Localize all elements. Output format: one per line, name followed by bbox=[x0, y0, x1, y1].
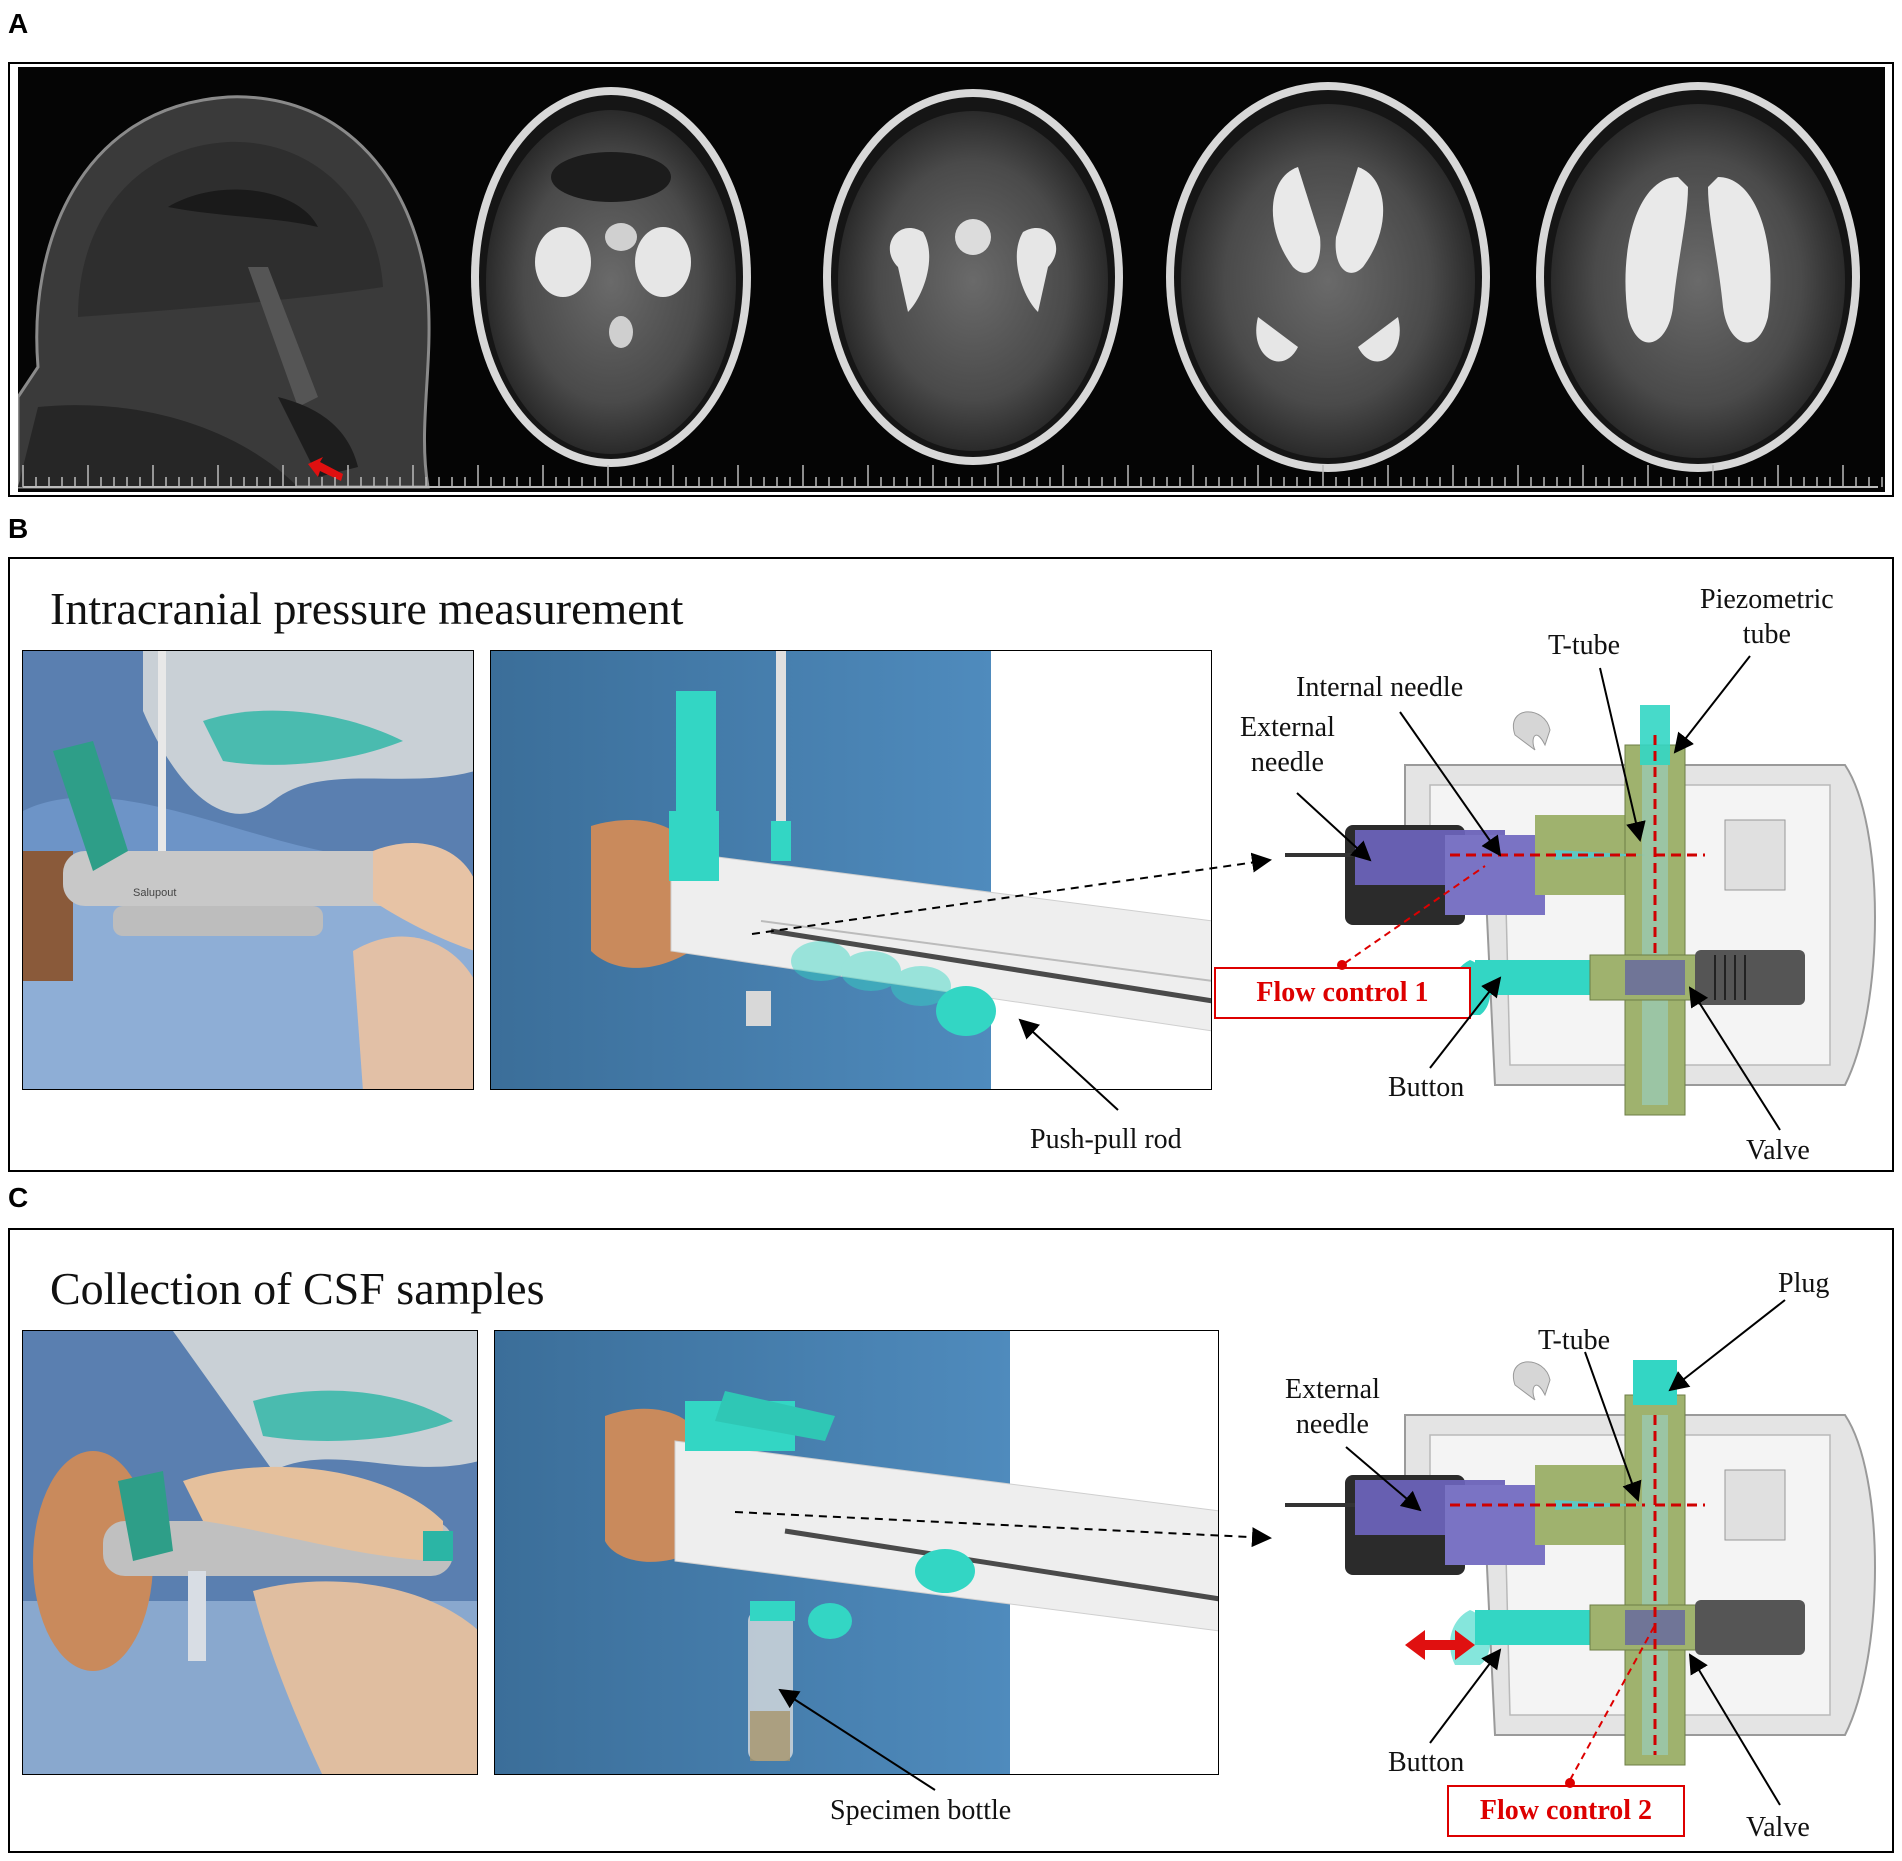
mri-sagittal-slice bbox=[18, 95, 431, 489]
label-internal-needle: Internal needle bbox=[1296, 672, 1464, 703]
panel-b-render bbox=[490, 650, 1212, 1090]
label-plug: Plug bbox=[1778, 1268, 1830, 1299]
label-t-tube: T-tube bbox=[1538, 1325, 1611, 1356]
flow-control-1-box: Flow control 1 bbox=[1214, 967, 1471, 1019]
label-external-needle: External needle bbox=[1285, 1374, 1380, 1440]
mri-axial-slice-3 bbox=[1166, 82, 1490, 472]
label-t-tube: T-tube bbox=[1548, 630, 1621, 661]
panel-b-cross-section bbox=[1285, 705, 1885, 1125]
label-button: Button bbox=[1388, 1072, 1465, 1103]
panel-c-title: Collection of CSF samples bbox=[50, 1263, 545, 1314]
label-valve: Valve bbox=[1746, 1812, 1810, 1843]
label-piezometric-tube: Piezometric tube bbox=[1700, 584, 1834, 650]
mri-axial-slice-2 bbox=[823, 89, 1123, 465]
label-button: Button bbox=[1388, 1747, 1465, 1778]
mri-axial-slice-4 bbox=[1536, 82, 1860, 472]
panel-b-title: Intracranial pressure measurement bbox=[50, 583, 684, 634]
panel-a-letter: A bbox=[8, 8, 29, 39]
device-brand-text: Salupout bbox=[133, 887, 176, 899]
red-arrow-icon bbox=[308, 457, 343, 481]
label-valve: Valve bbox=[1746, 1135, 1810, 1166]
mri-strip bbox=[18, 67, 1885, 492]
flow-control-2-box: Flow control 2 bbox=[1447, 1785, 1685, 1837]
panel-c-photo bbox=[22, 1330, 478, 1775]
label-push-pull-rod: Push-pull rod bbox=[1030, 1124, 1182, 1155]
label-external-needle: External needle bbox=[1240, 712, 1335, 778]
label-specimen-bottle: Specimen bottle bbox=[830, 1795, 1012, 1826]
panel-c-render bbox=[494, 1330, 1219, 1775]
panel-c-letter: C bbox=[8, 1182, 29, 1213]
mri-axial-slice-1 bbox=[471, 87, 751, 467]
panel-b-photo: Salupout bbox=[22, 650, 474, 1090]
panel-b-letter: B bbox=[8, 513, 29, 544]
